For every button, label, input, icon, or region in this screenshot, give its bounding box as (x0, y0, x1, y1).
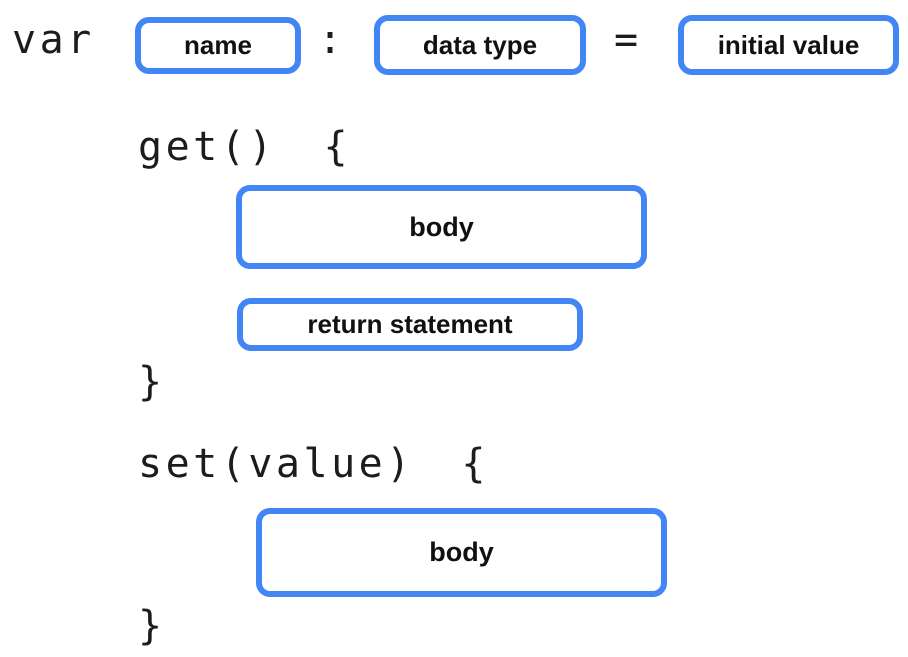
getter-body-placeholder-label: body (409, 211, 474, 242)
getter-signature: get() { (138, 124, 352, 170)
colon-symbol: : (318, 17, 346, 63)
setter-body-placeholder-box: body (256, 508, 667, 597)
setter-body-placeholder-label: body (429, 537, 494, 567)
initial-value-placeholder-box: initial value (678, 15, 899, 75)
initial-value-placeholder-label: initial value (717, 29, 860, 60)
return-statement-placeholder-box: return statement (237, 298, 583, 351)
getter-closing-brace: } (138, 359, 166, 405)
setter-signature: set(value) { (138, 441, 489, 487)
equals-symbol: = (614, 17, 642, 63)
data-type-placeholder-box: data type (374, 15, 586, 75)
return-statement-placeholder-label: return statement (307, 309, 513, 339)
data-type-placeholder-label: data type (422, 29, 538, 60)
getter-body-placeholder-box: body (236, 185, 647, 269)
var-keyword: var (12, 17, 95, 63)
name-placeholder-box: name (135, 17, 301, 74)
setter-closing-brace: } (138, 603, 166, 649)
name-placeholder-label: name (184, 30, 252, 60)
